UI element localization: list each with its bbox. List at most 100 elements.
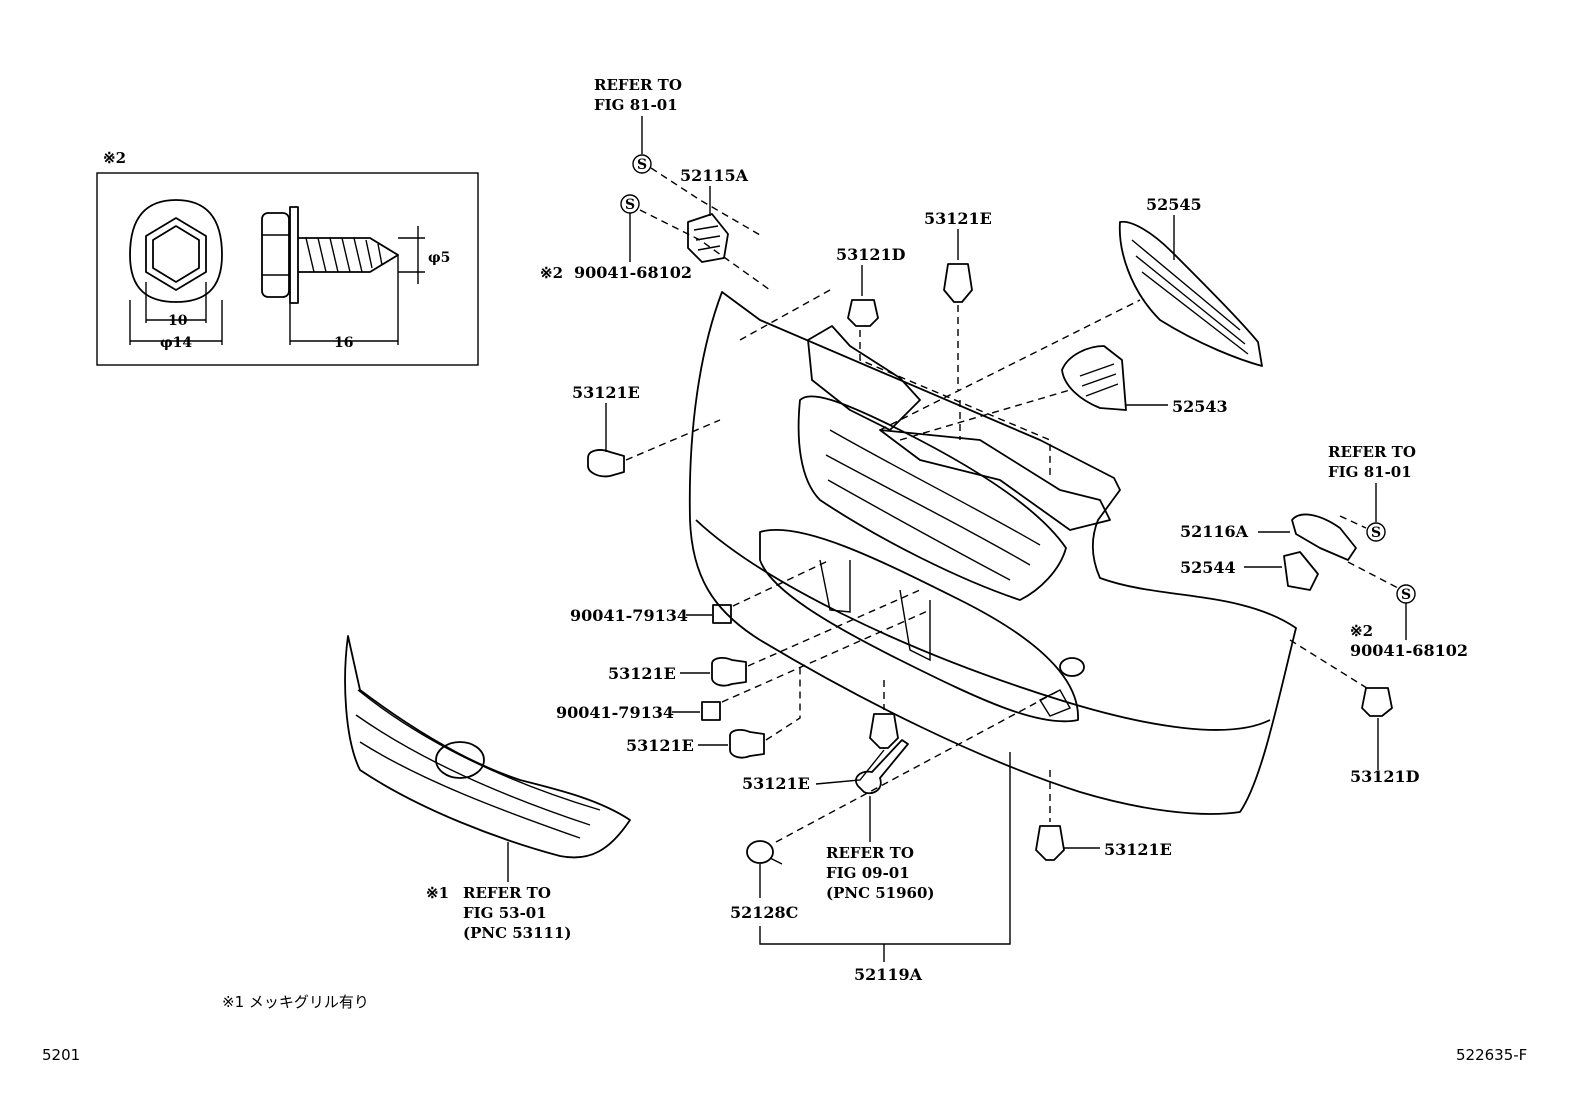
top-reference: REFER TO FIG 81-01 S S ※2 90041-68102 52… xyxy=(540,76,771,291)
clip-body-53121E-top xyxy=(943,263,973,303)
top-refer-line1: REFER TO xyxy=(594,76,682,94)
svg-text:S: S xyxy=(625,197,635,213)
s-mark-top xyxy=(632,154,652,174)
cap-52128C: 52128C xyxy=(730,840,798,922)
label-52543: 52543 xyxy=(1172,397,1228,416)
right-refer-line2: FIG 81-01 xyxy=(1328,463,1412,481)
grille-refer-line1: REFER TO xyxy=(463,884,551,902)
label-53121E-mid2: 53121E xyxy=(626,736,694,755)
part-52545 xyxy=(1118,220,1263,367)
bumper-reinforcement xyxy=(807,325,921,431)
right-screw-note-mark: ※2 xyxy=(1350,622,1373,640)
retainer-52116A: 52116A REFER TO FIG 81-01 S xyxy=(1180,443,1416,561)
top-refer-line2: FIG 81-01 xyxy=(594,96,678,114)
label-52545: 52545 xyxy=(1146,195,1202,214)
clip-53121D-top: 53121D xyxy=(836,245,906,327)
s-mark-right xyxy=(1366,522,1386,542)
clip-53121E-top: 53121E xyxy=(924,209,992,390)
clip-body-53121D-right xyxy=(1361,687,1393,717)
bumper-outline xyxy=(688,291,1297,815)
part-52116A xyxy=(1291,513,1357,561)
nut-body-b xyxy=(701,701,721,721)
label-53121E-top: 53121E xyxy=(924,209,992,228)
assembly-dashed-lines xyxy=(739,289,1141,480)
top-screw-note-mark: ※2 xyxy=(540,264,563,282)
label-52116A: 52116A xyxy=(1180,522,1249,541)
label-52115A: 52115A xyxy=(680,166,749,185)
bumper-upper-grille-opening xyxy=(797,395,1067,601)
figure-code: 522635-F xyxy=(1456,1046,1527,1064)
dim-hex-width: 10 xyxy=(168,313,188,329)
part-52543 xyxy=(1061,345,1127,411)
label-90041-79134-b: 90041-79134 xyxy=(556,703,674,722)
cover-52544: 52544 xyxy=(1180,551,1319,591)
hex-inner xyxy=(152,225,200,283)
clip-body-53121E-bottom xyxy=(869,713,899,749)
clip-body-53121E-mid1 xyxy=(711,657,747,687)
clip-53121D-right: 53121D xyxy=(1289,639,1420,786)
label-53121E-mid1: 53121E xyxy=(608,664,676,683)
grille-emblem xyxy=(435,741,485,779)
part-52128C xyxy=(746,840,774,864)
label-90041-79134-a: 90041-79134 xyxy=(570,606,688,625)
label-90041-68102-right: 90041-68102 xyxy=(1350,641,1468,660)
bumper-lower-crease xyxy=(695,519,1271,731)
label-52128C: 52128C xyxy=(730,903,798,922)
clip-53121E-left: 53121E xyxy=(572,383,721,478)
footnote: ※1 メッキグリル有り xyxy=(222,993,369,1011)
screw-detail-inset: ※2 10 φ14 16 φ5 xyxy=(96,149,479,366)
grille-mesh-52545: 52545 xyxy=(1118,195,1263,367)
svg-text:S: S xyxy=(1401,587,1411,603)
clip-53121E-lowright: 53121E xyxy=(1035,770,1172,861)
label-53121D-right: 53121D xyxy=(1350,767,1420,786)
right-refer-line1: REFER TO xyxy=(1328,443,1416,461)
dim-thread-diameter: φ5 xyxy=(428,250,450,266)
page-code: 5201 xyxy=(42,1046,80,1064)
tow-refer-line3: (PNC 51960) xyxy=(826,884,935,902)
screw-head-side xyxy=(261,212,290,298)
bumper-lower-opening xyxy=(759,528,1079,723)
clip-body-53121E-mid2 xyxy=(729,729,765,759)
label-52119A: 52119A xyxy=(854,965,923,984)
assembly-52119A: 52119A xyxy=(759,752,1011,984)
clip-53121E-mid2: 53121E xyxy=(626,668,801,759)
part-52544 xyxy=(1283,551,1319,591)
dim-screw-length: 16 xyxy=(334,335,353,351)
clip-body-53121E-lowright xyxy=(1035,825,1065,861)
tow-hook-hole xyxy=(1059,657,1085,677)
hex-outer xyxy=(145,217,207,291)
label-52544: 52544 xyxy=(1180,558,1236,577)
clip-53121E-bottom: 53121E xyxy=(742,680,899,793)
grille-note-mark: ※1 xyxy=(426,884,449,902)
tow-refer-line1: REFER TO xyxy=(826,844,914,862)
retainer-52115A xyxy=(687,213,729,263)
screw-washer xyxy=(289,206,299,304)
svg-text:S: S xyxy=(1371,525,1381,541)
grille-refer-line3: (PNC 53111) xyxy=(463,924,572,942)
tow-hook-body xyxy=(855,739,909,795)
radiator-grille: ※1 REFER TO FIG 53-01 (PNC 53111) xyxy=(344,635,631,942)
nut-90041-79134-b: 90041-79134 xyxy=(556,609,931,722)
clip-body-53121D-top xyxy=(847,299,879,327)
label-90041-68102-top: 90041-68102 xyxy=(574,263,692,282)
inset-note-mark: ※2 xyxy=(103,149,126,167)
dim-head-diameter: φ14 xyxy=(160,335,192,351)
screw-head-top-view xyxy=(129,199,223,303)
inset-frame xyxy=(96,172,479,366)
screw-thread xyxy=(305,237,383,273)
svg-text:S: S xyxy=(637,157,647,173)
grille-refer-line2: FIG 53-01 xyxy=(463,904,547,922)
label-53121E-bottom: 53121E xyxy=(742,774,810,793)
front-bumper-cover xyxy=(688,291,1297,815)
label-53121E-lowright: 53121E xyxy=(1104,840,1172,859)
label-53121E-left: 53121E xyxy=(572,383,640,402)
bumper-bracket xyxy=(879,429,1111,531)
nut-90041-79134-a: 90041-79134 xyxy=(570,559,831,625)
screw-right: S ※2 90041-68102 xyxy=(1347,561,1468,660)
clip-body-53121E-left xyxy=(587,449,625,478)
nut-body-a xyxy=(712,604,732,624)
cover-52543: 52543 xyxy=(1061,345,1228,416)
tow-hook: REFER TO FIG 09-01 (PNC 51960) xyxy=(775,689,1061,902)
label-53121D-top: 53121D xyxy=(836,245,906,264)
clip-53121E-mid1: 53121E xyxy=(608,589,921,687)
